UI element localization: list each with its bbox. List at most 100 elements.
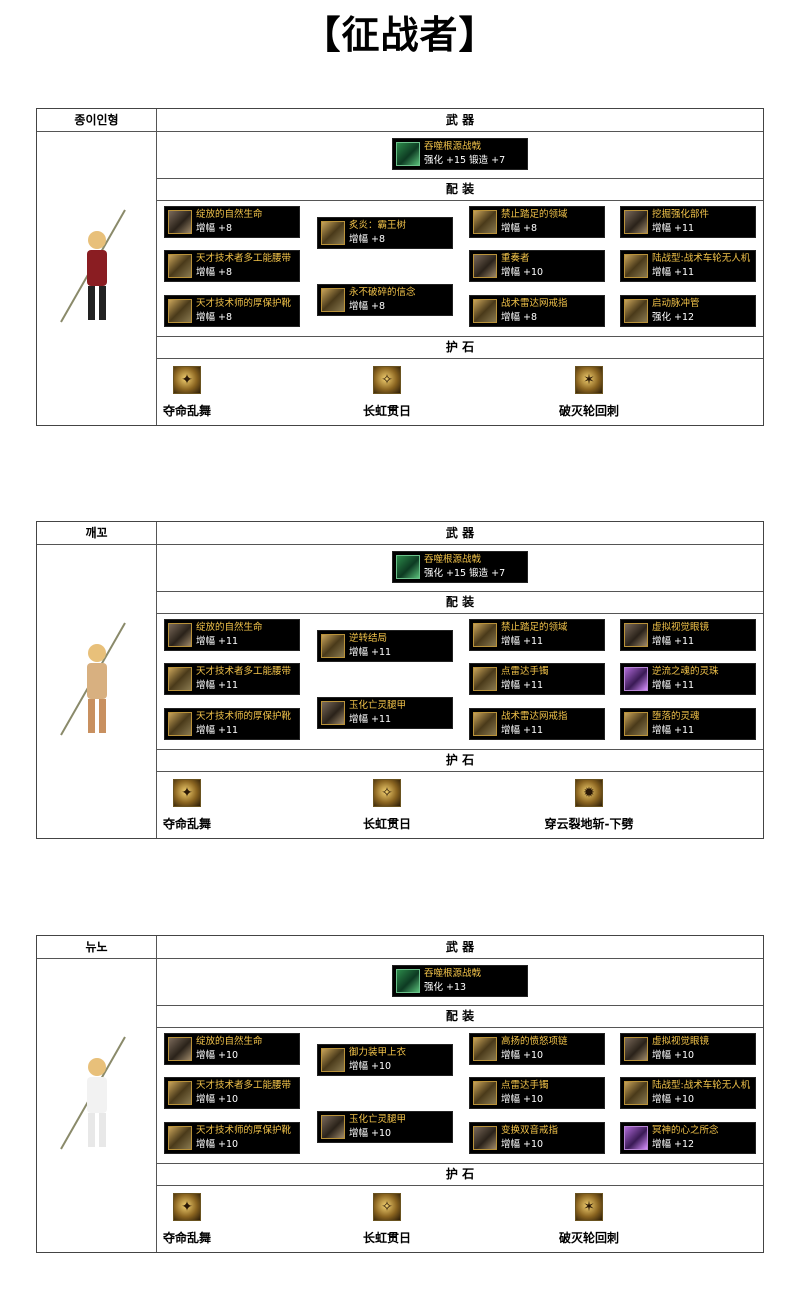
gear-item[interactable]: 陆战型:战术车轮无人机增幅 +10 (620, 1077, 756, 1109)
gear-item[interactable]: 禁止踏足的领域增幅 +8 (469, 206, 605, 238)
item-name: 玉化亡灵腿甲 (349, 1114, 407, 1125)
item-stat: 增幅 +11 (501, 636, 544, 647)
gear-item[interactable]: 逆转结局增幅 +11 (317, 630, 453, 662)
gear-item[interactable]: 陆战型:战术车轮无人机增幅 +11 (620, 250, 756, 282)
gear-item[interactable]: 天才技术者多工能腰带增幅 +8 (164, 250, 300, 282)
item-name: 虚拟视觉眼镜 (652, 1036, 710, 1047)
gear-item[interactable]: 永不破碎的信念增幅 +8 (317, 284, 453, 316)
gear-icon (168, 299, 192, 323)
gear-item[interactable]: 启动脉冲管强化 +12 (620, 295, 756, 327)
gear-icon (321, 1048, 345, 1072)
gear-icon (624, 1126, 648, 1150)
gear-item[interactable]: 天才技术者多工能腰带增幅 +11 (164, 663, 300, 695)
item-name: 天才技术者多工能腰带 (196, 1080, 292, 1091)
item-name: 高扬的愤怒项链 (501, 1036, 568, 1047)
item-stat: 增幅 +8 (196, 223, 233, 234)
rune-item[interactable]: ✧ 长虹贯日 (317, 366, 457, 419)
gear-item[interactable]: 虚拟视觉眼镜增幅 +10 (620, 1033, 756, 1065)
character-name: 깨꼬 (37, 522, 157, 544)
item-name: 逆流之魂的灵珠 (652, 666, 719, 677)
gear-item[interactable]: 冥神的心之所念增幅 +12 (620, 1122, 756, 1154)
divider (157, 1027, 763, 1028)
gear-item[interactable]: 禁止踏足的领域增幅 +11 (469, 619, 605, 651)
item-name: 逆转结局 (349, 633, 388, 644)
gear-icon (624, 299, 648, 323)
gear-item[interactable]: 点雷达手镯增幅 +10 (469, 1077, 605, 1109)
divider (157, 749, 763, 750)
gear-item[interactable]: 绽放的自然生命增幅 +10 (164, 1033, 300, 1065)
gear-item[interactable]: 战术雷达网戒指增幅 +8 (469, 295, 605, 327)
item-name: 天才技术师的厚保护靴 (196, 1125, 292, 1136)
item-name: 天才技术师的厚保护靴 (196, 298, 292, 309)
item-name: 战术雷达网戒指 (501, 298, 568, 309)
gear-item[interactable]: 玉化亡灵腿甲增幅 +10 (317, 1111, 453, 1143)
gear-icon (168, 712, 192, 736)
weapon-item[interactable]: 吞噬根源战戟强化 +13 (392, 965, 528, 997)
page-title: 【征战者】 (302, 13, 498, 57)
weapon-header: 武 器 (445, 113, 475, 127)
gear-item[interactable]: 挖掘强化部件增幅 +11 (620, 206, 756, 238)
item-name: 挖掘强化部件 (652, 209, 710, 220)
gear-item[interactable]: 重奏者增幅 +10 (469, 250, 605, 282)
gear-item[interactable]: 点雷达手镯增幅 +11 (469, 663, 605, 695)
weapon-icon (396, 555, 420, 579)
item-stat: 增幅 +8 (196, 312, 233, 323)
character-sprite (55, 1029, 135, 1159)
item-name: 吞噬根源战戟 (424, 968, 482, 979)
gear-item[interactable]: 天才技术者多工能腰带增幅 +10 (164, 1077, 300, 1109)
rune-item[interactable]: ✧长虹贯日 (317, 1193, 457, 1246)
item-name: 点雷达手镯 (501, 666, 549, 677)
rune-item[interactable]: ✶破灭轮回刺 (519, 1193, 659, 1246)
divider (37, 131, 763, 132)
item-name: 御力装甲上衣 (349, 1047, 407, 1058)
weapon-header: 武 器 (445, 940, 475, 954)
rune-icon: ✧ (373, 366, 401, 394)
item-stat: 增幅 +8 (349, 234, 386, 245)
rune-icon: ✦ (173, 366, 201, 394)
item-name: 启动脉冲管 (652, 298, 700, 309)
gear-item[interactable]: 玉化亡灵腿甲增幅 +11 (317, 697, 453, 729)
gear-item[interactable]: 天才技术师的厚保护靴增幅 +11 (164, 708, 300, 740)
gear-icon (624, 712, 648, 736)
gear-item[interactable]: 天才技术师的厚保护靴增幅 +10 (164, 1122, 300, 1154)
gear-item[interactable]: 炙炎：霸王树增幅 +8 (317, 217, 453, 249)
runes-header: 护 石 (445, 340, 475, 354)
gear-item[interactable]: 御力装甲上衣增幅 +10 (317, 1044, 453, 1076)
gear-item[interactable]: 变换双音戒指增幅 +10 (469, 1122, 605, 1154)
rune-item[interactable]: ✶破灭轮回刺 (519, 366, 659, 419)
rune-name: 破灭轮回刺 (558, 1231, 619, 1245)
gear-item[interactable]: 绽放的自然生命增幅 +11 (164, 619, 300, 651)
item-stat: 增幅 +10 (652, 1050, 695, 1061)
rune-item[interactable]: ✹穿云裂地斩-下劈 (519, 779, 659, 832)
gear-item[interactable]: 逆流之魂的灵珠增幅 +11 (620, 663, 756, 695)
item-name: 绽放的自然生命 (196, 1036, 263, 1047)
rune-icon: ✧ (373, 1193, 401, 1221)
rune-name: 长虹贯日 (362, 404, 411, 418)
item-name: 重奏者 (501, 253, 530, 264)
rune-item[interactable]: ✦夺命乱舞 (117, 1193, 257, 1246)
gear-icon (168, 623, 192, 647)
gear-item[interactable]: 战术雷达网戒指增幅 +11 (469, 708, 605, 740)
gear-icon (624, 254, 648, 278)
gear-item[interactable]: 天才技术师的厚保护靴增幅 +8 (164, 295, 300, 327)
item-name: 禁止踏足的领域 (501, 209, 568, 220)
rune-item[interactable]: ✦夺命乱舞 (117, 366, 257, 419)
item-stat: 增幅 +11 (652, 267, 695, 278)
gear-item[interactable]: 高扬的愤怒项链增幅 +10 (469, 1033, 605, 1065)
gear-item[interactable]: 绽放的自然生命增幅 +8 (164, 206, 300, 238)
gear-icon (321, 1115, 345, 1139)
gear-item[interactable]: 虚拟视觉眼镜增幅 +11 (620, 619, 756, 651)
item-name: 永不破碎的信念 (349, 287, 416, 298)
weapon-item[interactable]: 吞噬根源战戟强化 +15 锻造 +7 (392, 551, 528, 583)
character-name: 뉴노 (37, 936, 157, 958)
item-stat: 增幅 +10 (652, 1094, 695, 1105)
gear-icon (473, 1037, 497, 1061)
weapon-item[interactable]: 吞噬根源战戟强化 +15 锻造 +7 (392, 138, 528, 170)
rune-name: 长虹贯日 (362, 817, 411, 831)
gear-header: 配 装 (445, 595, 475, 609)
rune-item[interactable]: ✦夺命乱舞 (117, 779, 257, 832)
rune-item[interactable]: ✧长虹贯日 (317, 779, 457, 832)
gear-item[interactable]: 堕落的灵魂增幅 +11 (620, 708, 756, 740)
character-name: 종이인형 (37, 109, 157, 131)
